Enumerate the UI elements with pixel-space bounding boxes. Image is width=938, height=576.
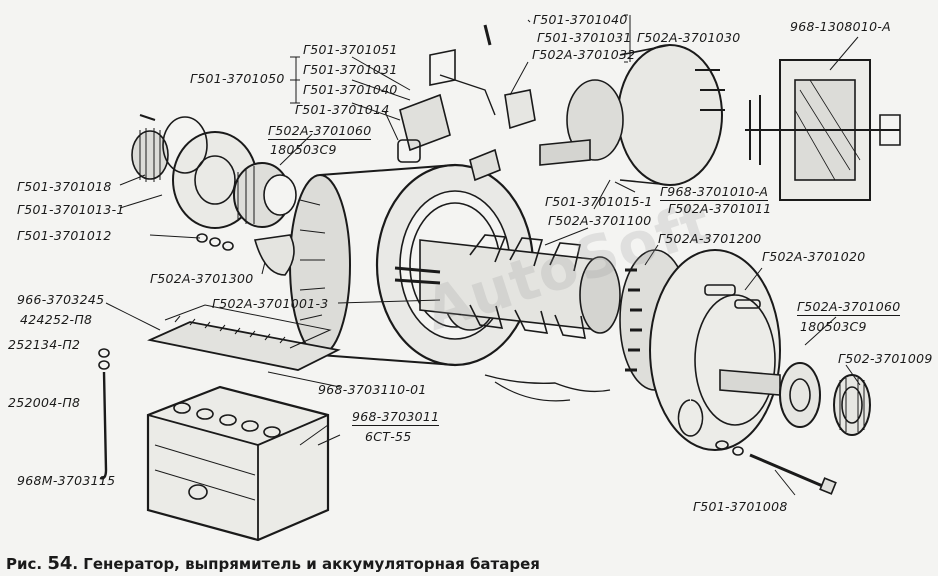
part-label-p31: 968М-3703115 xyxy=(17,473,116,488)
part-label-p19: Г502А-3701100 xyxy=(548,213,652,228)
front-bearing xyxy=(233,162,297,228)
caption-number: 54 xyxy=(47,553,73,574)
shaft-right xyxy=(719,362,871,436)
part-label-p13: Г501-3701018 xyxy=(17,179,112,194)
hold-down-rod xyxy=(98,348,110,480)
figure-caption: Рис. 54. Генератор, выпрямитель и аккуму… xyxy=(6,553,540,574)
part-label-p18: Г502А-3701011 xyxy=(668,201,772,216)
part-label-p34: Г502-3701009 xyxy=(838,351,933,366)
part-label-p12: 180503С9 xyxy=(270,142,337,157)
part-label-p20: Г502А-3701200 xyxy=(658,231,762,246)
wiring xyxy=(484,374,611,402)
rear-cover-assembly xyxy=(539,44,725,186)
part-label-p23: Г502А-3701001-3 xyxy=(212,296,329,311)
part-label-p27: 252004-П8 xyxy=(8,395,81,410)
part-label-p25: 424252-П8 xyxy=(20,312,93,327)
section-view xyxy=(745,59,901,201)
part-label-p05: 968-1308010-А xyxy=(790,19,892,34)
through-bolt xyxy=(715,440,837,495)
part-label-p32: Г502А-3701060 xyxy=(797,299,901,316)
rotor xyxy=(394,234,621,339)
brush-holder xyxy=(397,24,536,182)
stator-housing xyxy=(289,163,535,367)
part-label-p15: Г501-3701012 xyxy=(17,228,112,243)
part-label-p11: Г502А-3701060 xyxy=(268,123,372,140)
part-label-p26: 252134-П2 xyxy=(8,337,81,352)
caption-title: . Генератор, выпрямитель и аккумуляторна… xyxy=(72,555,540,573)
part-label-p07: Г501-3701031 xyxy=(303,62,398,77)
caption-prefix: Рис. xyxy=(6,555,43,573)
part-label-p21: Г502А-3701020 xyxy=(762,249,866,264)
part-label-p28: 968-3703110-01 xyxy=(318,382,427,397)
part-label-p01: Г501-3701040 xyxy=(533,12,628,27)
part-label-p17: Г968-3701010-А xyxy=(660,184,769,201)
part-label-p22: Г502А-3701300 xyxy=(150,271,254,286)
part-label-p14: Г501-3701013-1 xyxy=(17,202,125,217)
part-label-p02: Г501-3701031 xyxy=(537,30,632,45)
part-label-p29: 968-3703011 xyxy=(352,409,440,426)
part-label-p04: Г502А-3701030 xyxy=(637,30,741,45)
part-label-p06: Г501-3701051 xyxy=(303,42,398,57)
part-label-p24: 966-3703245 xyxy=(17,292,105,307)
battery xyxy=(146,385,330,542)
part-label-p35: Г501-3701008 xyxy=(693,499,788,514)
part-label-p33: 180503С9 xyxy=(800,319,867,334)
rear-end-shield xyxy=(649,249,781,451)
part-label-p09: Г501-3701040 xyxy=(303,82,398,97)
part-label-p08: Г501-3701050 xyxy=(190,71,285,86)
part-label-p10: Г501-3701014 xyxy=(295,102,390,117)
battery-tray xyxy=(147,304,341,371)
part-label-p16: Г501-3701015-1 xyxy=(545,194,653,209)
leader-lines xyxy=(105,14,861,496)
mounting-bracket xyxy=(196,233,295,276)
part-label-p03: Г502А-3701032 xyxy=(532,47,636,62)
part-label-p30: 6СТ-55 xyxy=(365,429,412,444)
